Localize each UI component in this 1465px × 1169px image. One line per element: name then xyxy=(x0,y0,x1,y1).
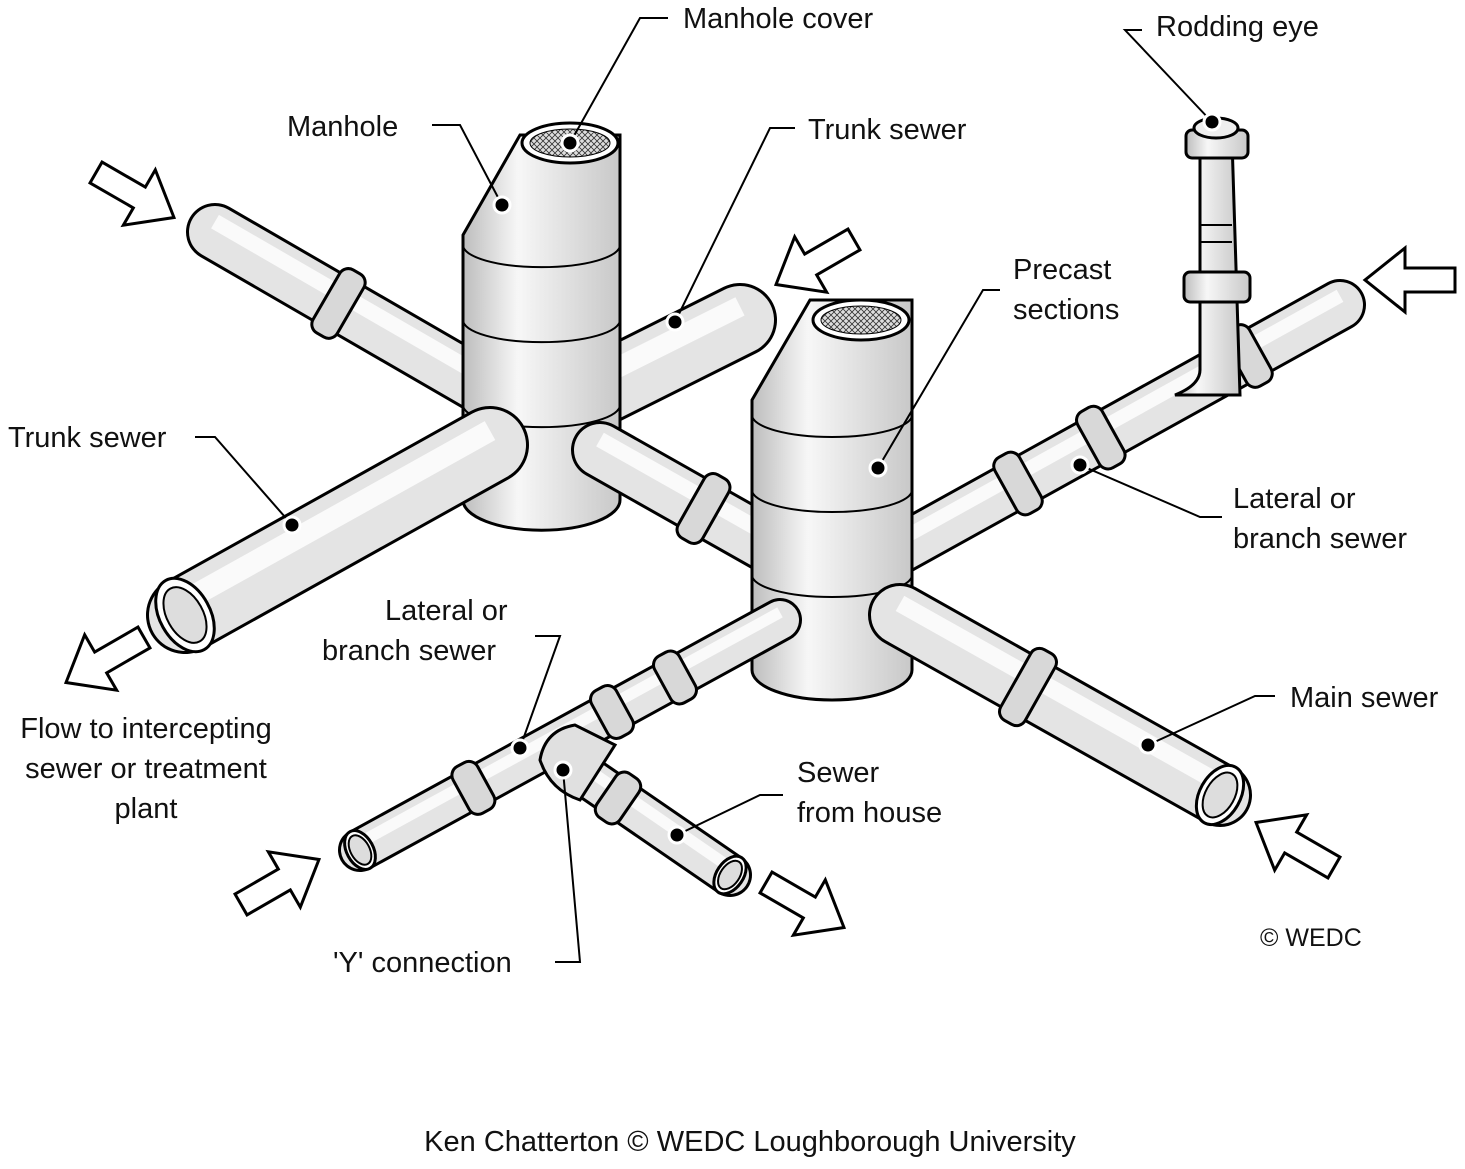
rodding-eye-riser xyxy=(1174,116,1252,397)
label-text: 'Y' connection xyxy=(333,947,512,979)
label-text: sewer or treatment xyxy=(25,753,267,785)
label-text: Rodding eye xyxy=(1156,11,1319,43)
label-text: sections xyxy=(1013,294,1119,326)
label-text: Main sewer xyxy=(1290,682,1439,714)
trunk-sewer-left xyxy=(146,406,529,654)
flow-arrow xyxy=(87,160,177,228)
label-rodding-eye: Rodding eye xyxy=(1122,11,1319,132)
pipe-collar xyxy=(589,684,635,740)
pipe-collar xyxy=(310,267,367,340)
label-text: Precast xyxy=(1013,254,1111,286)
sewer-from-house xyxy=(548,743,752,897)
pipes-front xyxy=(146,406,1252,897)
label-main-sewer: Main sewer xyxy=(1138,682,1439,755)
label-trunk-sewer-left: Trunk sewer xyxy=(8,422,302,535)
label-manhole-cover: Manhole cover xyxy=(560,3,874,153)
flow-arrow xyxy=(232,849,322,917)
credit-line: Ken Chatterton © WEDC Loughborough Unive… xyxy=(424,1126,1076,1158)
label-text: Manhole xyxy=(287,111,398,143)
label-text: Lateral or xyxy=(1233,483,1356,515)
y-connection-fitting xyxy=(538,723,618,802)
label-text: Manhole cover xyxy=(683,3,874,35)
pipe-collar xyxy=(450,759,497,816)
label-y-connection: 'Y' connection xyxy=(333,760,582,979)
flow-arrows xyxy=(63,160,1457,938)
flow-arrow xyxy=(773,227,863,295)
pipe-collar xyxy=(652,649,698,706)
label-manhole: Manhole xyxy=(287,111,512,215)
label-text: Trunk sewer xyxy=(8,422,167,454)
copyright-mark: © WEDC xyxy=(1260,924,1362,952)
label-trunk-sewer-upper: Trunk sewer xyxy=(665,114,967,332)
label-text: Trunk sewer xyxy=(808,114,967,146)
flow-arrow xyxy=(757,870,847,938)
pipe-collar xyxy=(998,646,1058,728)
label-flow: Flow to intercepting sewer or treatment … xyxy=(20,713,271,825)
lateral-right xyxy=(854,279,1366,586)
label-text: Flow to intercepting xyxy=(20,713,271,745)
pipe-collar xyxy=(675,472,732,545)
label-text: Sewer xyxy=(797,757,880,789)
label-text: Lateral or xyxy=(385,595,508,627)
label-sewer-from-house: Sewer from house xyxy=(667,757,942,845)
label-precast-sections: Precast sections xyxy=(868,254,1119,478)
flow-arrow xyxy=(1362,244,1457,316)
pipe-collar xyxy=(1075,404,1127,471)
pipe-collar xyxy=(593,770,643,826)
flow-arrow xyxy=(63,625,153,693)
pipe-collar xyxy=(992,450,1044,517)
label-lateral-right: Lateral or branch sewer xyxy=(1070,455,1407,555)
label-text: from house xyxy=(797,797,942,829)
label-text: branch sewer xyxy=(1233,523,1407,555)
label-text: plant xyxy=(115,793,178,825)
flow-arrow xyxy=(1253,812,1343,880)
main-sewer xyxy=(868,583,1252,827)
label-lateral-left: Lateral or branch sewer xyxy=(322,595,562,758)
label-text: branch sewer xyxy=(322,635,496,667)
